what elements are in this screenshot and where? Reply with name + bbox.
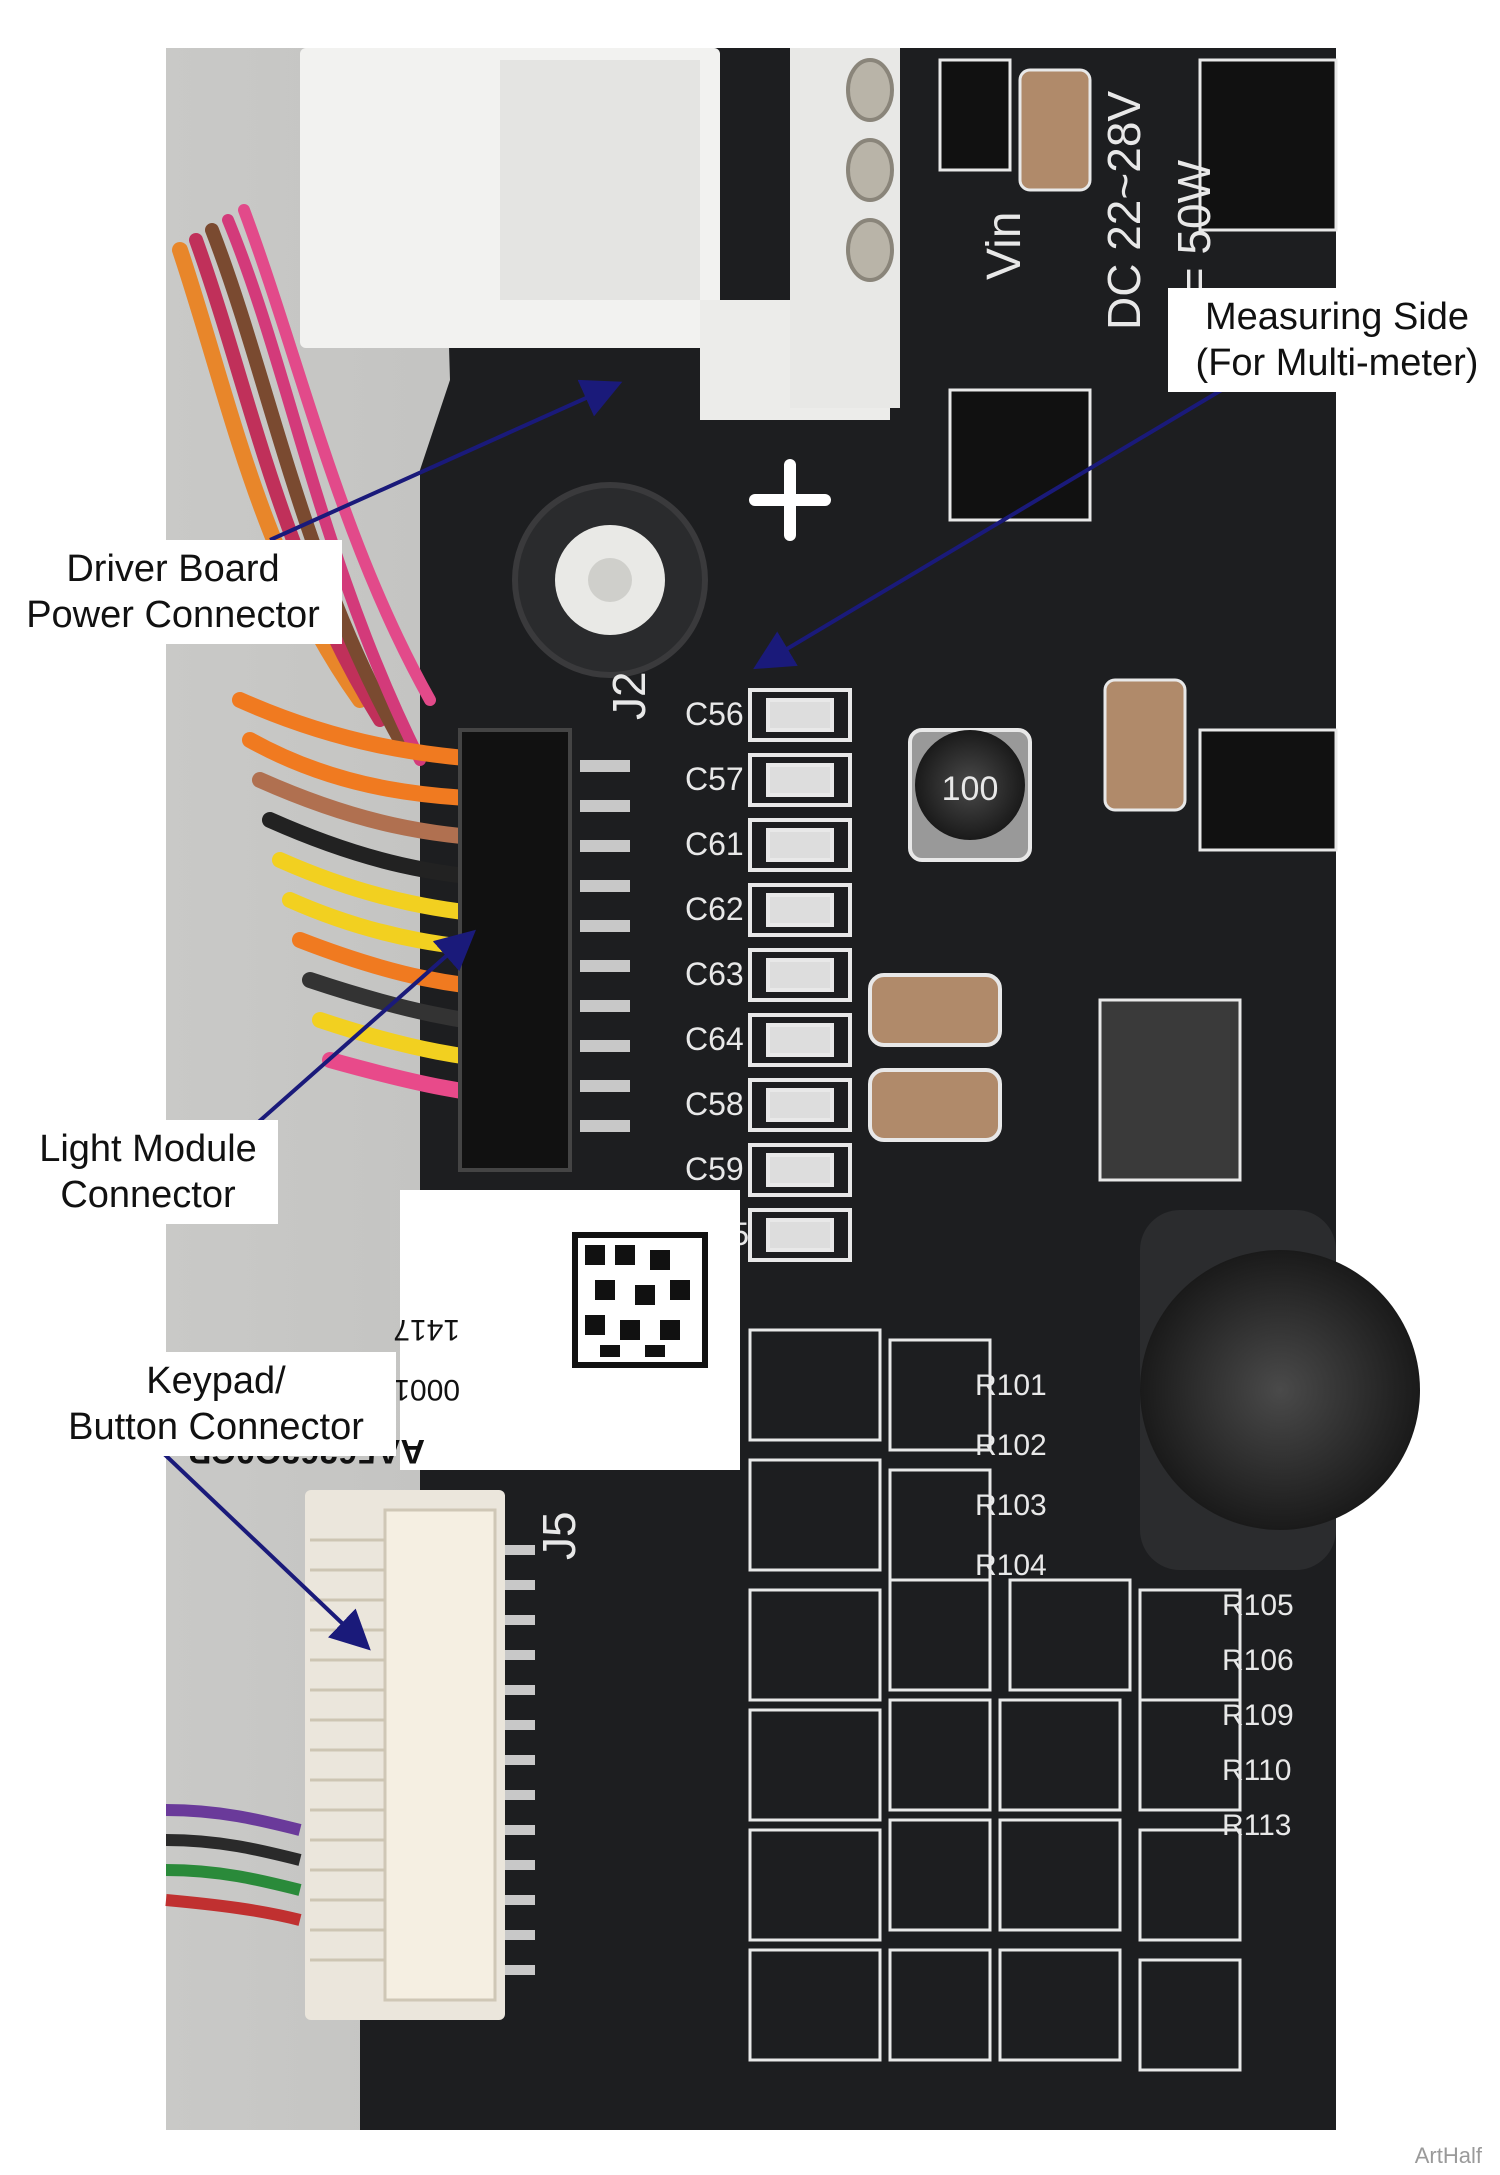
callout-arrows xyxy=(158,379,1232,1651)
resistor-ref-label: R103 xyxy=(975,1489,1047,1522)
capacitor-ref-label: C56 xyxy=(685,696,744,732)
component-grid xyxy=(748,1328,1242,2072)
resistor-ref-label: R104 xyxy=(975,1549,1047,1582)
resistor-ref-label: R102 xyxy=(975,1429,1047,1462)
capacitor-ref-label: C62 xyxy=(685,891,744,927)
barcode-sticker: AA56262O0CP 000107 1417 xyxy=(189,1190,740,1470)
callout-light-module-connector: Light Module Connector xyxy=(18,1120,278,1224)
callout-keypad-button-connector: Keypad/ Button Connector xyxy=(36,1352,396,1456)
wire-bundle-bottom xyxy=(165,1804,302,1926)
callout-line: Measuring Side xyxy=(1204,296,1470,338)
capacitor-ref-label: C58 xyxy=(685,1086,744,1122)
resistor-ref-label: R113 xyxy=(1222,1809,1292,1842)
capacitor-labels: C56C57C61C62C63C64C58C59CC5 xyxy=(685,696,749,1252)
callout-line: Connector xyxy=(60,1174,236,1216)
arrow-measuring-side xyxy=(753,383,1232,670)
plus-marking xyxy=(749,459,831,541)
inductor-value-text: 100 xyxy=(942,770,999,808)
callout-line: Button Connector xyxy=(68,1406,364,1448)
resistor-ref-label: R106 xyxy=(1222,1644,1294,1677)
resistor-ref-label: R109 xyxy=(1222,1699,1294,1732)
capacitor-column xyxy=(748,688,852,1262)
capacitor-ref-label: C61 xyxy=(685,826,744,862)
arrow-light-module xyxy=(253,929,476,1127)
callout-line: Driver Board xyxy=(66,548,280,590)
label-number-2: 1417 xyxy=(393,1313,460,1346)
arrow-keypad xyxy=(158,1448,371,1651)
keypad-connector-j5 xyxy=(305,1490,535,2020)
callout-line: (For Multi-meter) xyxy=(1195,342,1479,384)
top-right-components xyxy=(938,58,1338,1182)
large-inductor-l1 xyxy=(1140,1210,1420,1570)
j2-text: J2 xyxy=(603,671,655,720)
j5-text: J5 xyxy=(533,1511,585,1560)
resistor-ref-label: R105 xyxy=(1222,1589,1294,1622)
image-credit: ArtHalf xyxy=(1414,2143,1482,2168)
callout-line: Power Connector xyxy=(26,594,320,636)
callout-line: Keypad/ xyxy=(146,1360,286,1402)
datamatrix-code xyxy=(572,1232,708,1368)
dc-rating-text: DC 22~28V xyxy=(1098,91,1150,330)
power-connector xyxy=(300,48,900,420)
callout-line: Light Module xyxy=(39,1128,257,1170)
inductor-100: 100 xyxy=(908,728,1032,862)
vin-text: Vin xyxy=(978,211,1031,280)
callout-driver-board-power-connector: Driver Board Power Connector xyxy=(4,540,342,644)
capacitor-ref-label: C63 xyxy=(685,956,744,992)
resistor-ref-label: R110 xyxy=(1222,1754,1292,1787)
capacitor-ref-label: C59 xyxy=(685,1151,744,1187)
light-module-connector-j2 xyxy=(458,728,630,1172)
arrow-driver-board xyxy=(269,379,623,542)
resistor-ref-label: R101 xyxy=(975,1369,1047,1402)
callout-measuring-side: Measuring Side (For Multi-meter) xyxy=(1168,288,1500,392)
ceramic-caps xyxy=(868,973,1002,1142)
capacitor-ref-label: C64 xyxy=(685,1021,744,1057)
capacitor-ref-label: C57 xyxy=(685,761,744,797)
